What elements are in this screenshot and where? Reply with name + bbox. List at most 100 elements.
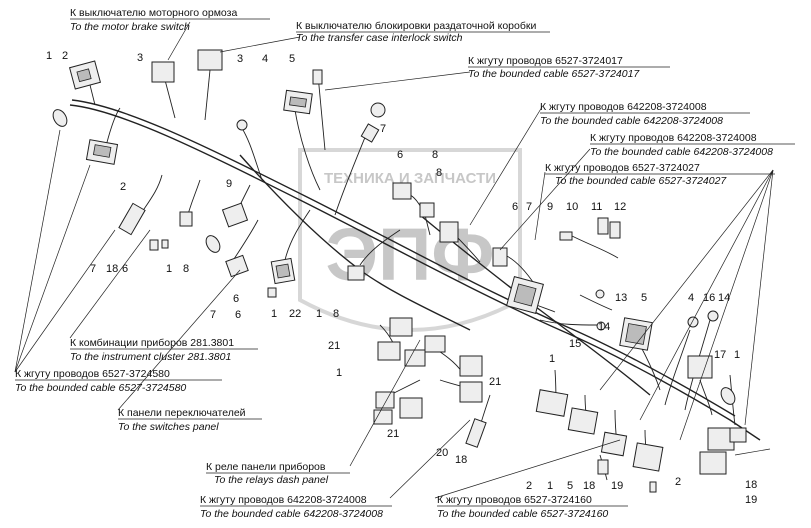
connector [360, 123, 380, 143]
callout-ru: К жгуту проводов 642208-3724008 [590, 132, 757, 144]
item-number: 1 [549, 353, 555, 365]
connector [151, 61, 175, 83]
item-number: 7 [526, 201, 532, 213]
callout-ru: К панели переключателей [118, 407, 246, 419]
item-number: 21 [489, 376, 501, 388]
connector [312, 69, 323, 85]
item-number: 7 [210, 309, 216, 321]
relay [347, 265, 365, 281]
callout-labels: К выключателю моторного ормоза To the mo… [15, 7, 795, 520]
item-number: 9 [547, 201, 553, 213]
callout-ru: К комбинации приборов 281.3801 [70, 337, 234, 349]
callout-en: To the transfer case interlock switch [296, 32, 463, 44]
item-number: 18 [583, 480, 595, 492]
ring-terminal [687, 316, 699, 328]
callout-en: To the instrument cluster 281.3801 [70, 351, 231, 363]
connector [597, 217, 609, 235]
item-number: 1 [316, 308, 322, 320]
connector [632, 442, 664, 472]
connector [225, 254, 249, 278]
item-number: 5 [289, 53, 295, 65]
item-number: 14 [598, 321, 610, 333]
grommet [370, 102, 386, 118]
grommet [720, 387, 736, 405]
callout-ru: К жгуту проводов 6527-3724160 [437, 494, 592, 506]
item-number: 7 [90, 263, 96, 275]
item-number: 8 [333, 308, 339, 320]
item-number: 1 [547, 480, 553, 492]
callout-ru: К выключателю блокировки раздаточной кор… [296, 20, 536, 32]
connector [399, 397, 423, 419]
grommet [52, 109, 68, 127]
connector [424, 335, 446, 353]
item-number: 1 [271, 308, 277, 320]
leader-lines [14, 21, 774, 499]
connector [377, 341, 401, 361]
item-number: 8 [436, 167, 442, 179]
item-number: 4 [688, 292, 694, 304]
relay [439, 221, 459, 243]
connector [699, 451, 727, 475]
callout-ru: К жгуту проводов 6527-3724017 [468, 55, 623, 67]
item-number: 20 [436, 447, 448, 459]
callout-ru: К жгуту проводов 6527-3724027 [545, 162, 700, 174]
callout-en: To the bounded cable 6527-3724160 [437, 508, 608, 520]
connector [197, 49, 223, 71]
relay [392, 182, 412, 200]
item-number: 10 [566, 201, 578, 213]
callout-en: To the bounded cable 6527-3724580 [15, 382, 186, 394]
callout-ru: К жгуту проводов 6527-3724580 [15, 368, 170, 380]
item-number: 6 [122, 263, 128, 275]
connector [267, 287, 277, 298]
item-number: 2 [675, 476, 681, 488]
callout-en: To the bounded cable 642208-3724008 [590, 146, 773, 158]
item-number: 8 [432, 149, 438, 161]
callout-en: To the bounded cable 642208-3724008 [540, 115, 723, 127]
callout-en: To the relays dash panel [214, 474, 329, 486]
connector [597, 459, 609, 475]
item-number: 6 [512, 201, 518, 213]
item-number: 1 [166, 263, 172, 275]
item-number: 9 [226, 178, 232, 190]
item-number: 7 [380, 123, 386, 135]
connector [179, 211, 193, 227]
item-number: 1 [336, 367, 342, 379]
connector [492, 247, 508, 267]
connector [649, 481, 657, 493]
ring-terminal [236, 119, 248, 131]
connector [567, 407, 599, 435]
item-number: 1 [734, 349, 740, 361]
connector [600, 431, 628, 457]
fuse-block [118, 202, 146, 236]
connector [389, 317, 413, 337]
connector [459, 381, 483, 403]
item-number: 2 [526, 480, 532, 492]
watermark: ТЕХНИКА И ЗАПЧАСТИ ЭПФ [298, 148, 522, 332]
item-number: 13 [615, 292, 627, 304]
connector [149, 239, 159, 251]
item-number: 6 [397, 149, 403, 161]
callout-ru: К выключателю моторного ормоза [70, 7, 237, 19]
callout-en: To the switches panel [118, 421, 219, 433]
item-number: 6 [235, 309, 241, 321]
connectors [52, 49, 747, 493]
item-number: 5 [641, 292, 647, 304]
item-number: 14 [718, 292, 730, 304]
callout-en: To the bounded cable 642208-3724008 [200, 508, 383, 520]
ring-terminal [707, 310, 719, 322]
item-number: 15 [569, 338, 581, 350]
callout-en: To the bounded cable 6527-3724027 [555, 175, 727, 187]
connector [161, 239, 169, 249]
callout-en: To the motor brake switch [70, 21, 190, 33]
item-number: 22 [289, 308, 301, 320]
item-number: 12 [614, 201, 626, 213]
connector [221, 202, 249, 228]
grommet [205, 235, 221, 253]
item-number: 18 [745, 479, 757, 491]
item-number: 2 [62, 50, 68, 62]
item-number: 19 [745, 494, 757, 506]
connector [559, 231, 573, 241]
relay [419, 202, 435, 218]
